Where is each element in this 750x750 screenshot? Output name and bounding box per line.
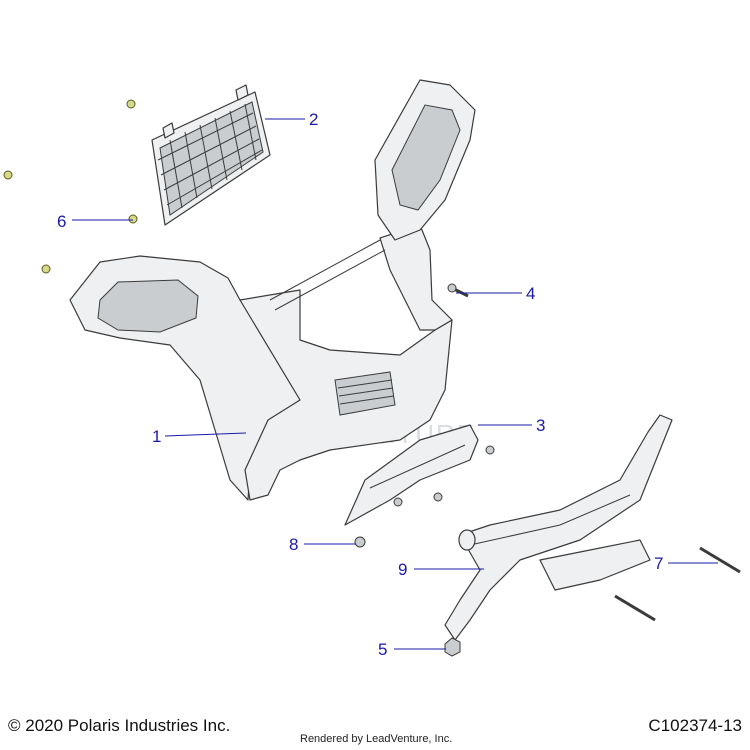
callout-label-9: 9 [398,560,407,579]
long-bolt-part-7 [614,546,741,622]
callout-1: 1 [152,427,247,446]
brush-guard-part [444,414,673,641]
nuts-part-6 [3,99,138,274]
diagram-code: C102374-13 [648,716,742,735]
copyright-text: © 2020 Polaris Industries Inc. [8,716,231,735]
callout-label-4: 4 [526,284,535,303]
callout-7: 7 [654,554,718,573]
rendered-by-text: Rendered by LeadVenture, Inc. [300,733,453,745]
callout-label-2: 2 [309,110,318,129]
callout-label-8: 8 [289,535,298,554]
screw-part-8 [354,445,495,548]
callout-label-7: 7 [654,554,663,573]
front-fascia-part [69,79,476,501]
bolt-part-4 [447,283,469,298]
skid-plate-part [344,424,479,526]
callout-4: 4 [456,284,535,303]
callout-label-5: 5 [378,640,387,659]
callout-2: 2 [265,110,318,129]
callout-label-6: 6 [57,212,66,231]
callout-6: 6 [57,212,133,231]
callout-3: 3 [478,416,545,435]
callout-label-1: 1 [152,427,161,446]
grille-part [151,84,271,226]
callout-9: 9 [398,560,484,579]
nut-part-5 [444,637,461,657]
callout-label-3: 3 [536,416,545,435]
callout-8: 8 [289,535,356,554]
callout-5: 5 [378,640,446,659]
